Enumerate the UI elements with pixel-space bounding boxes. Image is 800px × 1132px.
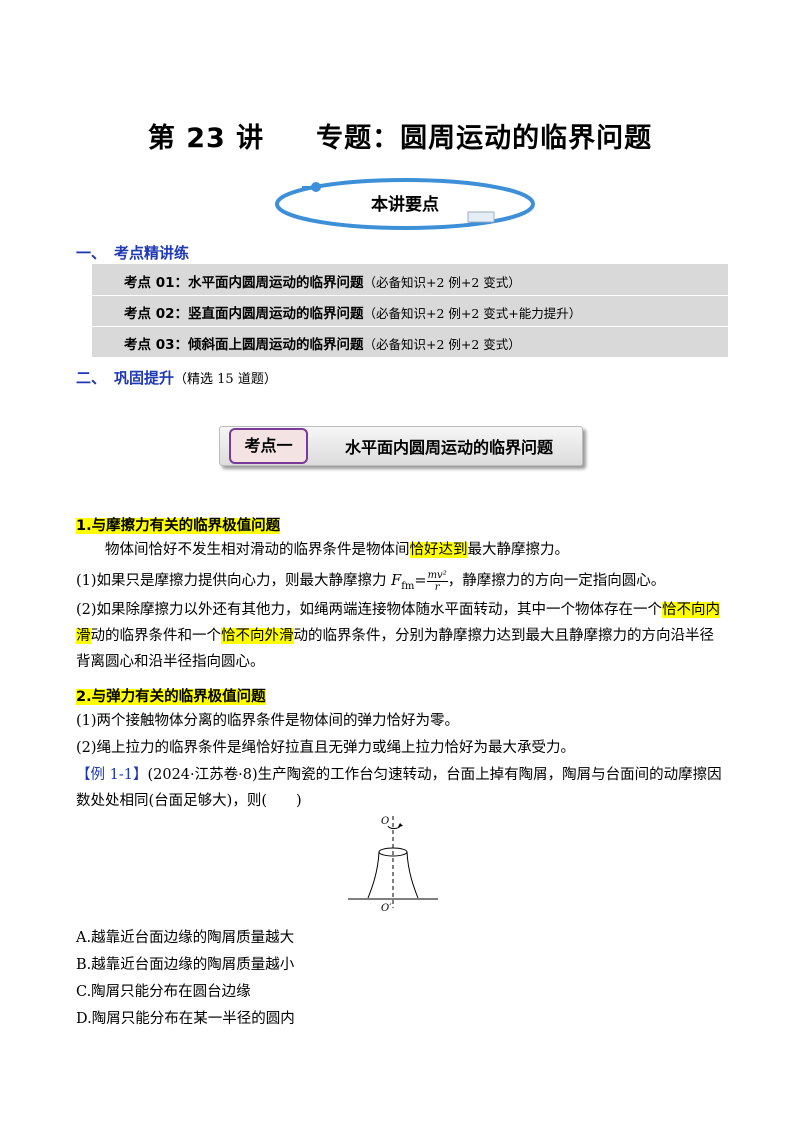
key-point-tag: 考点一 [229, 428, 308, 464]
key-point-title: 考点 03：倾斜面上圆周运动的临界问题 [124, 337, 364, 353]
axis-label-bottom: O′ [381, 903, 392, 912]
section-heading-2: 二、巩固提升（精选 15 道题） [76, 367, 277, 388]
section-title: 考点精讲练 [114, 244, 190, 262]
text-run: 动的临界条件和一个 [90, 628, 222, 644]
key-point-row: 考点 03：倾斜面上圆周运动的临界问题（必备知识+2 例+2 变式） [124, 333, 521, 353]
text-run: ，静摩擦力的方向一定指向圆心。 [447, 573, 666, 589]
key-point-note: （必备知识+2 例+2 变式） [363, 337, 521, 352]
paragraph-4: (1)两个接触物体分离的临界条件是物体间的弹力恰好为零。 [76, 713, 460, 729]
example-question: 【例 1-1】(2024·江苏卷·8)生产陶瓷的工作台匀速转动，台面上掉有陶屑，… [76, 762, 728, 814]
option-d: D.陶屑只能分布在某一半径的圆内 [76, 1011, 295, 1027]
text-run: 最大静摩擦力。 [467, 542, 570, 558]
key-points-table: 考点 01：水平面内圆周运动的临界问题（必备知识+2 例+2 变式） 考点 02… [92, 264, 728, 357]
key-point-row: 考点 01：水平面内圆周运动的临界问题（必备知识+2 例+2 变式） [124, 271, 521, 291]
axis-label-top: O [381, 816, 389, 827]
page-title: 第 23 讲 专题：圆周运动的临界问题 [147, 123, 653, 154]
banner-ring-decoration [275, 178, 535, 230]
key-point-row: 考点 02：竖直面内圆周运动的临界问题（必备知识+2 例+2 变式+能力提升） [124, 302, 581, 322]
section-note: （精选 15 道题） [174, 372, 277, 387]
row-divider [92, 295, 728, 296]
pottery-wheel-figure: O O′ [348, 816, 438, 912]
banner-title: 本讲要点 [371, 195, 439, 215]
subheading-elastic: 2.与弹力有关的临界极值问题 [76, 685, 266, 706]
formula-numerator: mv² [426, 569, 448, 582]
key-point-title: 考点 01：水平面内圆周运动的临界问题 [124, 275, 364, 291]
option-b: B.越靠近台面边缘的陶屑质量越小 [76, 957, 295, 973]
text-run: 物体间恰好不发生相对滑动的临界条件是物体间 [105, 542, 410, 558]
key-point-note: （必备知识+2 例+2 变式） [363, 275, 521, 290]
formula-subscript: fm [401, 580, 415, 592]
paragraph-3: (2)如果除摩擦力以外还有其他力，如绳两端连接物体随水平面转动，其中一个物体存在… [76, 597, 728, 675]
paragraph-1: 物体间恰好不发生相对滑动的临界条件是物体间恰好达到最大静摩擦力。 [76, 537, 728, 563]
text-run: (2)如果除摩擦力以外还有其他力，如绳两端连接物体随水平面转动，其中一个物体存在… [76, 602, 663, 618]
formula-denominator: r [434, 581, 440, 593]
text-run: 动的临界条件，分别为静摩擦力达到最大且静摩擦力的方向沿半径背离圆心和沿半径指向圆… [76, 628, 714, 670]
example-tag: 【例 1-1】 [76, 767, 148, 783]
formula-lhs: F [391, 573, 402, 589]
key-point-title: 考点 02：竖直面内圆周运动的临界问题 [124, 306, 364, 322]
section-number: 一、 [76, 244, 107, 262]
section-title: 巩固提升 [114, 369, 175, 387]
highlighted-text: 恰好达到 [409, 542, 468, 558]
option-c: C.陶屑只能分布在圆台边缘 [76, 984, 251, 1000]
paragraph-5: (2)绳上拉力的临界条件是绳恰好拉直且无弹力或绳上拉力恰好为最大承受力。 [76, 740, 576, 756]
section-number: 二、 [76, 369, 107, 387]
subheading-text: 2.与弹力有关的临界极值问题 [76, 689, 266, 705]
text-run: (1)如果只是摩擦力提供向心力，则最大静摩擦力 [76, 573, 392, 589]
example-text: (2024·江苏卷·8)生产陶瓷的工作台匀速转动，台面上掉有陶屑，陶屑与台面间的… [76, 767, 722, 809]
row-divider [92, 326, 728, 327]
subheading-friction: 1.与摩擦力有关的临界极值问题 [76, 514, 281, 535]
option-a: A.越靠近台面边缘的陶屑质量越大 [76, 930, 295, 946]
section-heading-1: 一、考点精讲练 [76, 242, 189, 263]
subheading-text: 1.与摩擦力有关的临界极值问题 [76, 518, 281, 534]
formula-equals: = [414, 573, 427, 589]
highlighted-text: 恰不向外滑 [221, 628, 294, 644]
key-point-box-title: 水平面内圆周运动的临界问题 [345, 438, 554, 457]
key-point-note: （必备知识+2 例+2 变式+能力提升） [363, 306, 582, 321]
